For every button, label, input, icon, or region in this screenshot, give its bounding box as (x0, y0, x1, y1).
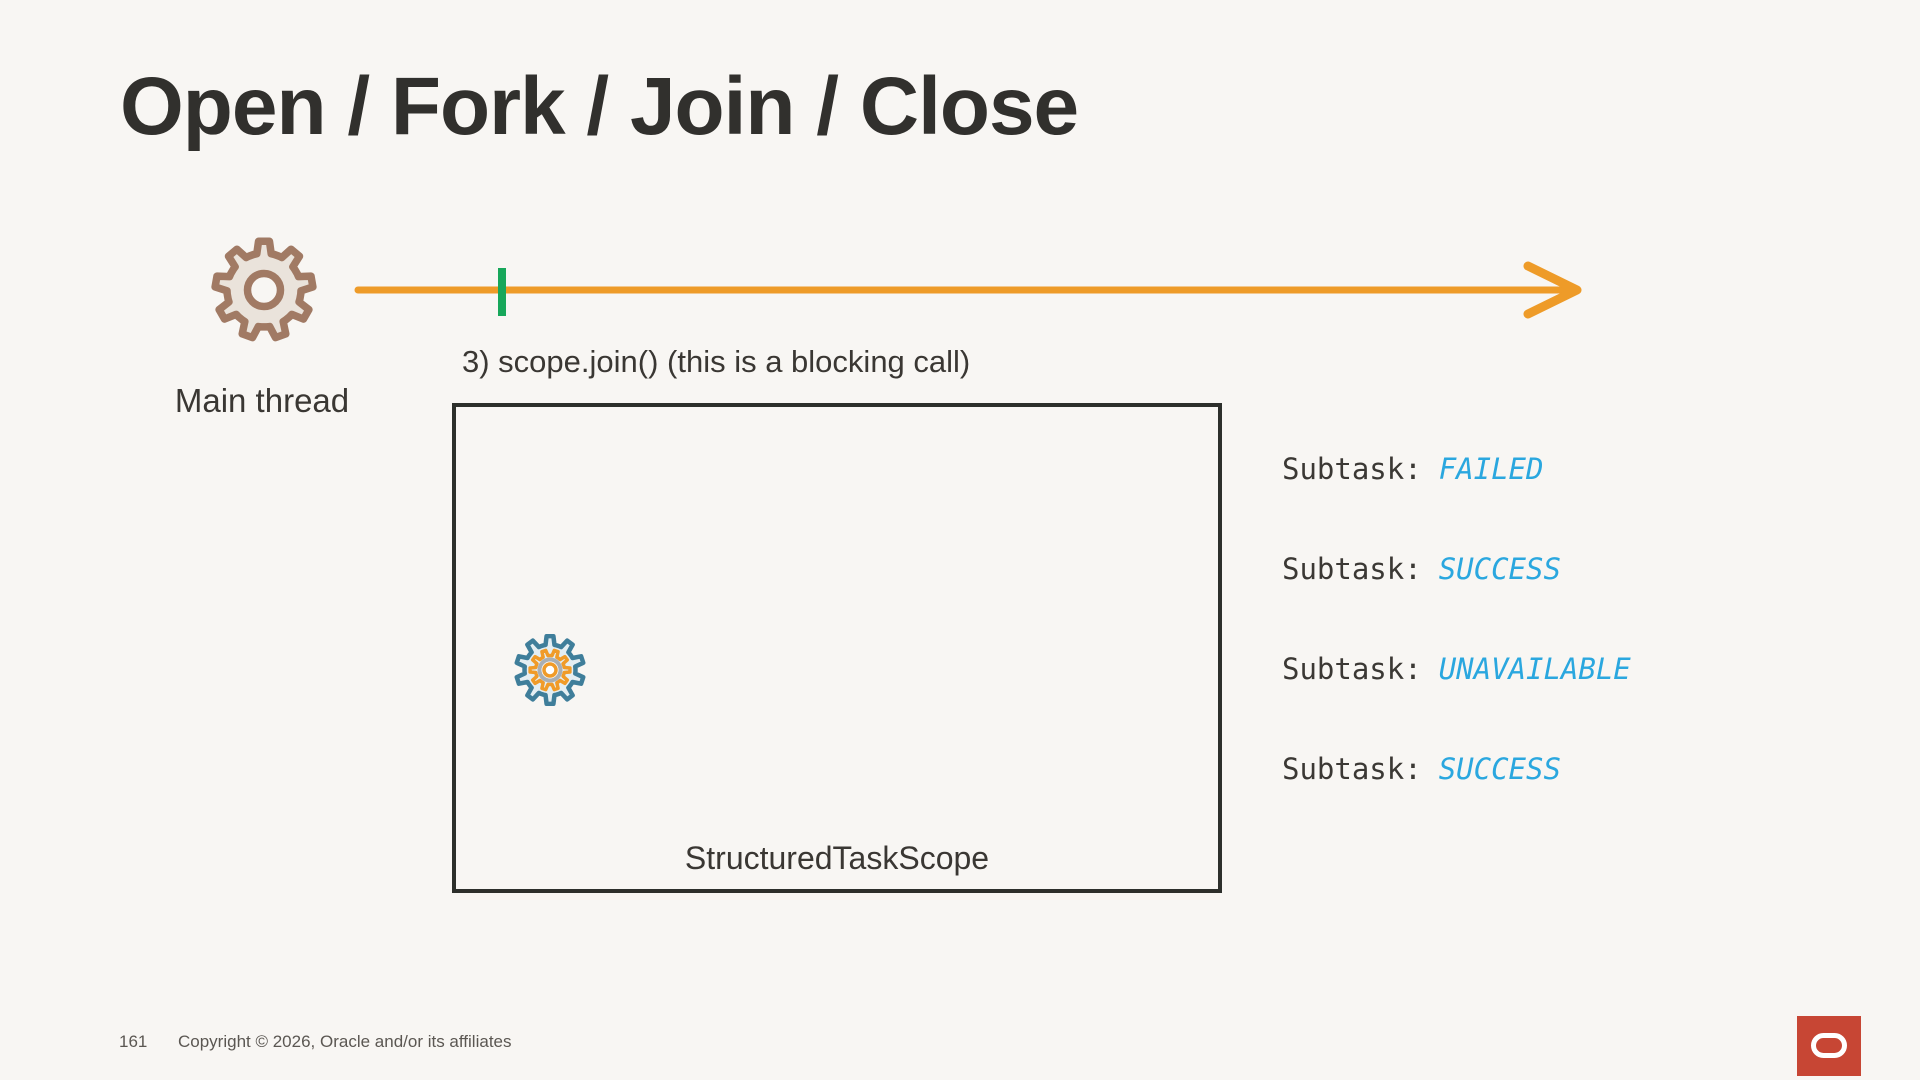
subtask-status: UNAVAILABLE (1438, 652, 1631, 686)
subtask-status: SUCCESS (1438, 752, 1561, 786)
copyright-text: Copyright © 2026, Oracle and/or its affi… (178, 1032, 512, 1051)
subtask-label: Subtask: (1282, 452, 1422, 486)
page-number: 161 (119, 1032, 148, 1051)
main-thread-label: Main thread (174, 382, 350, 419)
timeline-arrow (354, 261, 1582, 319)
subtask-status: FAILED (1438, 452, 1544, 486)
slide-title: Open / Fork / Join / Close (120, 61, 1079, 152)
oracle-logo (1797, 1016, 1861, 1076)
subtask-status: SUCCESS (1438, 552, 1561, 586)
scope-box-label: StructuredTaskScope (684, 840, 990, 876)
subtask-label: Subtask: (1282, 552, 1422, 586)
oracle-o-icon (1811, 1033, 1847, 1058)
subtask-row: Subtask: SUCCESS (1282, 752, 1631, 786)
join-tick-marker (498, 268, 506, 316)
structured-task-scope-box: StructuredTaskScope (452, 403, 1222, 893)
subtask-label: Subtask: (1282, 752, 1422, 786)
subtask-row: Subtask: UNAVAILABLE (1282, 652, 1631, 686)
subtask-row: Subtask: FAILED (1282, 452, 1631, 486)
main-thread-gear-icon (211, 237, 317, 342)
subtask-gear-icon (514, 634, 586, 706)
subtask-list: Subtask: FAILED Subtask: SUCCESS Subtask: U… (1282, 452, 1631, 852)
subtask-label: Subtask: (1282, 652, 1422, 686)
join-annotation: 3) scope.join() (this is a blocking call… (462, 344, 971, 379)
subtask-row: Subtask: SUCCESS (1282, 552, 1631, 586)
